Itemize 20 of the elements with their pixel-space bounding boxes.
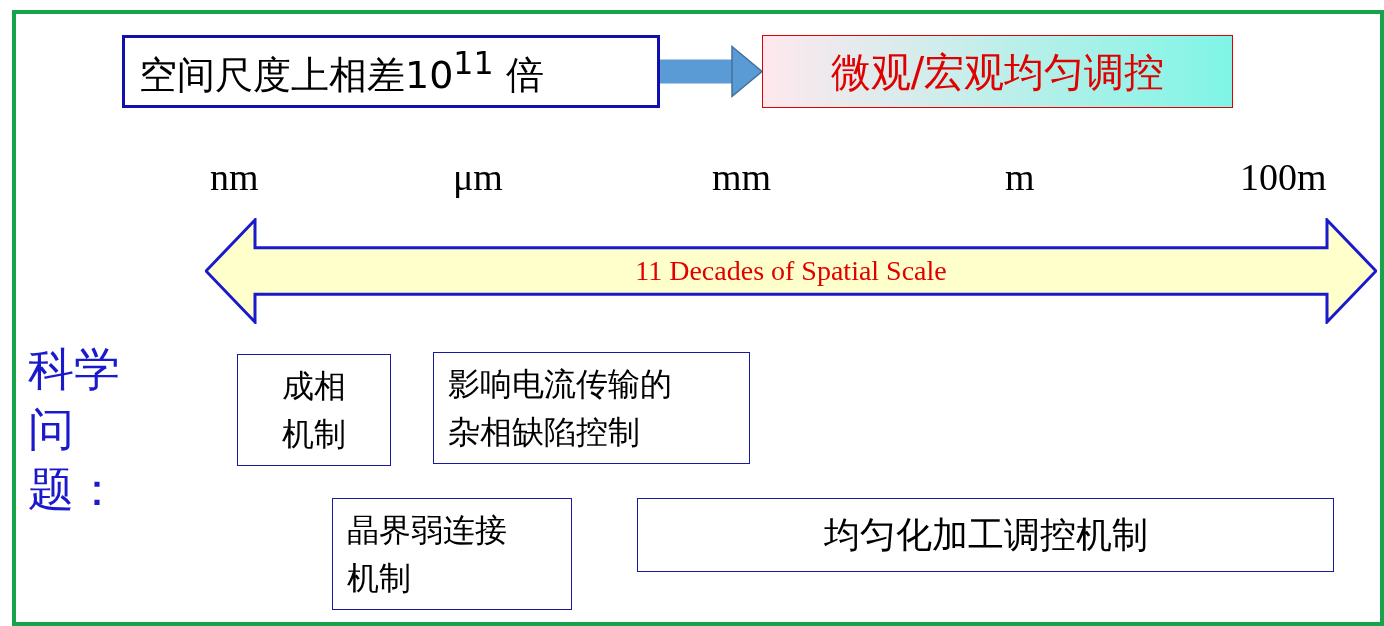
node-text: 空间尺度上相差10$^{11}$ 倍 — [139, 43, 544, 99]
node-text: 影响电流传输的杂相缺陷控制 — [448, 364, 673, 453]
scale-unit-label: μm — [453, 155, 503, 199]
statement-box — [122, 35, 660, 108]
goal-box — [762, 35, 1233, 108]
section-heading: 科学问题： — [28, 341, 121, 518]
issue-box — [637, 498, 1334, 572]
block-arrow — [660, 45, 763, 98]
scale-label: 11 Decades of Spatial Scale — [635, 254, 947, 288]
scale-unit-label: 100m — [1240, 155, 1327, 199]
issue-box — [332, 498, 572, 610]
node-text: 微观/宏观均匀调控 — [830, 47, 1165, 97]
node-text: 均匀化加工调控机制 — [823, 513, 1148, 557]
node-text: 晶界弱连接机制 — [347, 510, 508, 599]
issue-box — [237, 354, 391, 466]
scale-unit-label: nm — [210, 155, 259, 199]
scale-unit-label: mm — [712, 155, 772, 199]
issue-box — [433, 352, 750, 464]
node-text: 成相机制 — [281, 366, 347, 455]
scale-unit-label: m — [1005, 155, 1035, 199]
